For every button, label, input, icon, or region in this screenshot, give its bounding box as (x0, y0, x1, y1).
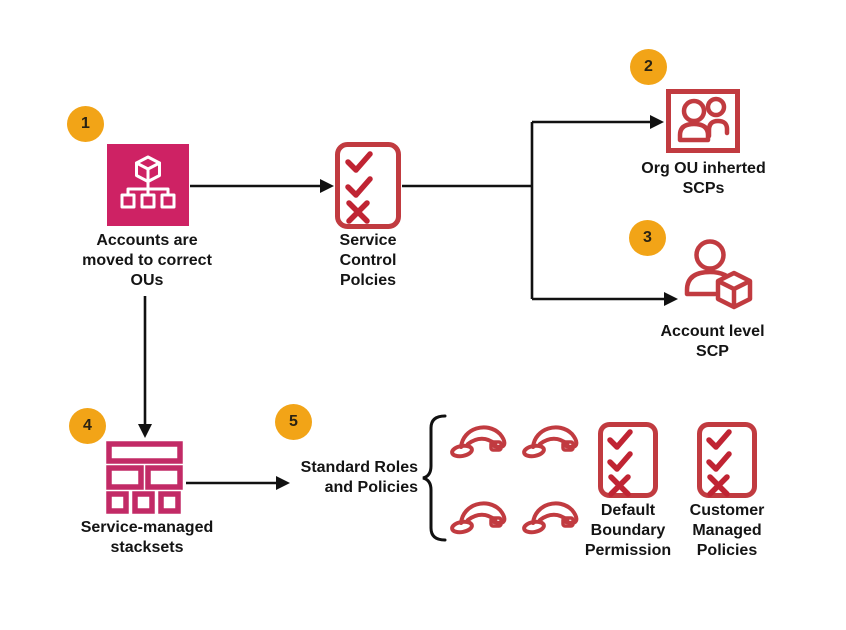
step-badge-3: 3 (629, 220, 666, 256)
step-badge-2: 2 (630, 49, 667, 85)
arrowhead (320, 179, 334, 193)
x-mark-icon (707, 474, 730, 497)
stacksets-icon (106, 441, 183, 514)
policy-checklist-icon-scp (335, 142, 401, 229)
x-mark-icon (608, 474, 631, 497)
policy-checklist-icon-default-boundary (598, 422, 658, 498)
x-mark-icon (346, 200, 370, 224)
arrowhead (138, 424, 152, 438)
step-badge-1: 1 (67, 106, 104, 142)
check-icon (607, 429, 633, 450)
check-icon (345, 176, 373, 198)
check-icon (345, 151, 373, 173)
check-icon (706, 429, 732, 450)
step-badge-5: 5 (275, 404, 312, 440)
service-managed-stacksets-label: Service-managed stacksets (80, 519, 214, 556)
default-boundary-permission-label: Default Boundary Permission (584, 502, 672, 559)
iam-role-hat-icon (522, 425, 579, 459)
user-group-icon (666, 89, 740, 153)
check-icon (706, 451, 732, 472)
check-icon (607, 451, 633, 472)
arrowhead (650, 115, 664, 129)
organizations-glyph (120, 155, 176, 209)
step-number: 1 (81, 115, 90, 132)
step-number: 5 (289, 413, 298, 430)
aws-organizations-ou-icon (107, 144, 189, 226)
step-badge-4: 4 (69, 408, 106, 444)
account-level-scp-label: Account level SCP (660, 323, 765, 360)
iam-role-hat-icon (450, 501, 507, 535)
step-number: 4 (83, 417, 92, 434)
standard-roles-label: Standard Roles and Policies (300, 459, 418, 496)
curly-brace-icon (422, 414, 447, 542)
arrowhead (664, 292, 678, 306)
iam-role-hat-icon (450, 425, 507, 459)
customer-managed-policies-label: Customer Managed Policies (689, 502, 765, 559)
policy-checklist-icon-customer-managed (697, 422, 757, 498)
accounts-moved-label: Accounts are moved to correct OUs (82, 232, 212, 289)
user-with-cube-icon (684, 239, 753, 310)
step-number: 3 (643, 229, 652, 246)
service-control-policies-label: Service Control Polcies (339, 232, 397, 289)
org-ou-inherited-scps-label: Org OU inherted SCPs (641, 160, 766, 197)
step-number: 2 (644, 58, 653, 75)
